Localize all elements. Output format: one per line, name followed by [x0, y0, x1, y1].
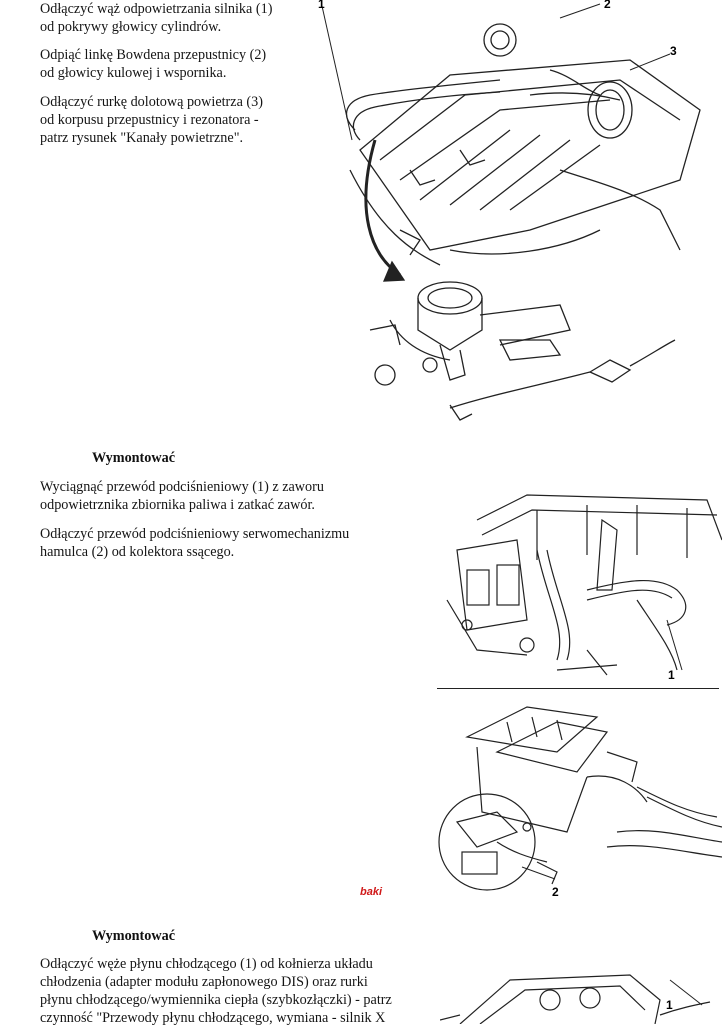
section-heading: Wymontować — [92, 928, 176, 944]
instruction-text: Odłączyć węże płynu chłodzącego (1) od k… — [40, 956, 392, 1026]
callout-1: 1 — [666, 998, 673, 1012]
instruction-text: Odłączyć wąż odpowietrzania silnika (1) … — [40, 1, 273, 35]
divider — [437, 688, 719, 689]
callout-1: 1 — [318, 0, 325, 11]
section-heading: Wymontować — [92, 450, 176, 466]
callout-3: 3 — [670, 44, 677, 58]
watermark: baki — [360, 886, 383, 898]
engine-figure-throttle-body — [300, 0, 720, 430]
engine-figure-brake-booster-hose — [437, 692, 722, 907]
callout-1: 1 — [668, 668, 675, 682]
callout-2: 2 — [604, 0, 611, 11]
callout-2: 2 — [552, 885, 559, 899]
instruction-text: Wyciągnąć przewód podciśnieniowy (1) z z… — [40, 479, 324, 513]
instruction-text: Odłączyć rurkę dolotową powietrza (3) od… — [40, 94, 263, 146]
engine-figure-coolant-hoses — [440, 960, 723, 1024]
engine-figure-vacuum-hose — [437, 480, 722, 685]
instruction-text: Odłączyć przewód podciśnieniowy serwomec… — [40, 526, 350, 560]
instruction-text: Odpiąć linkę Bowdena przepustnicy (2) od… — [40, 47, 267, 81]
